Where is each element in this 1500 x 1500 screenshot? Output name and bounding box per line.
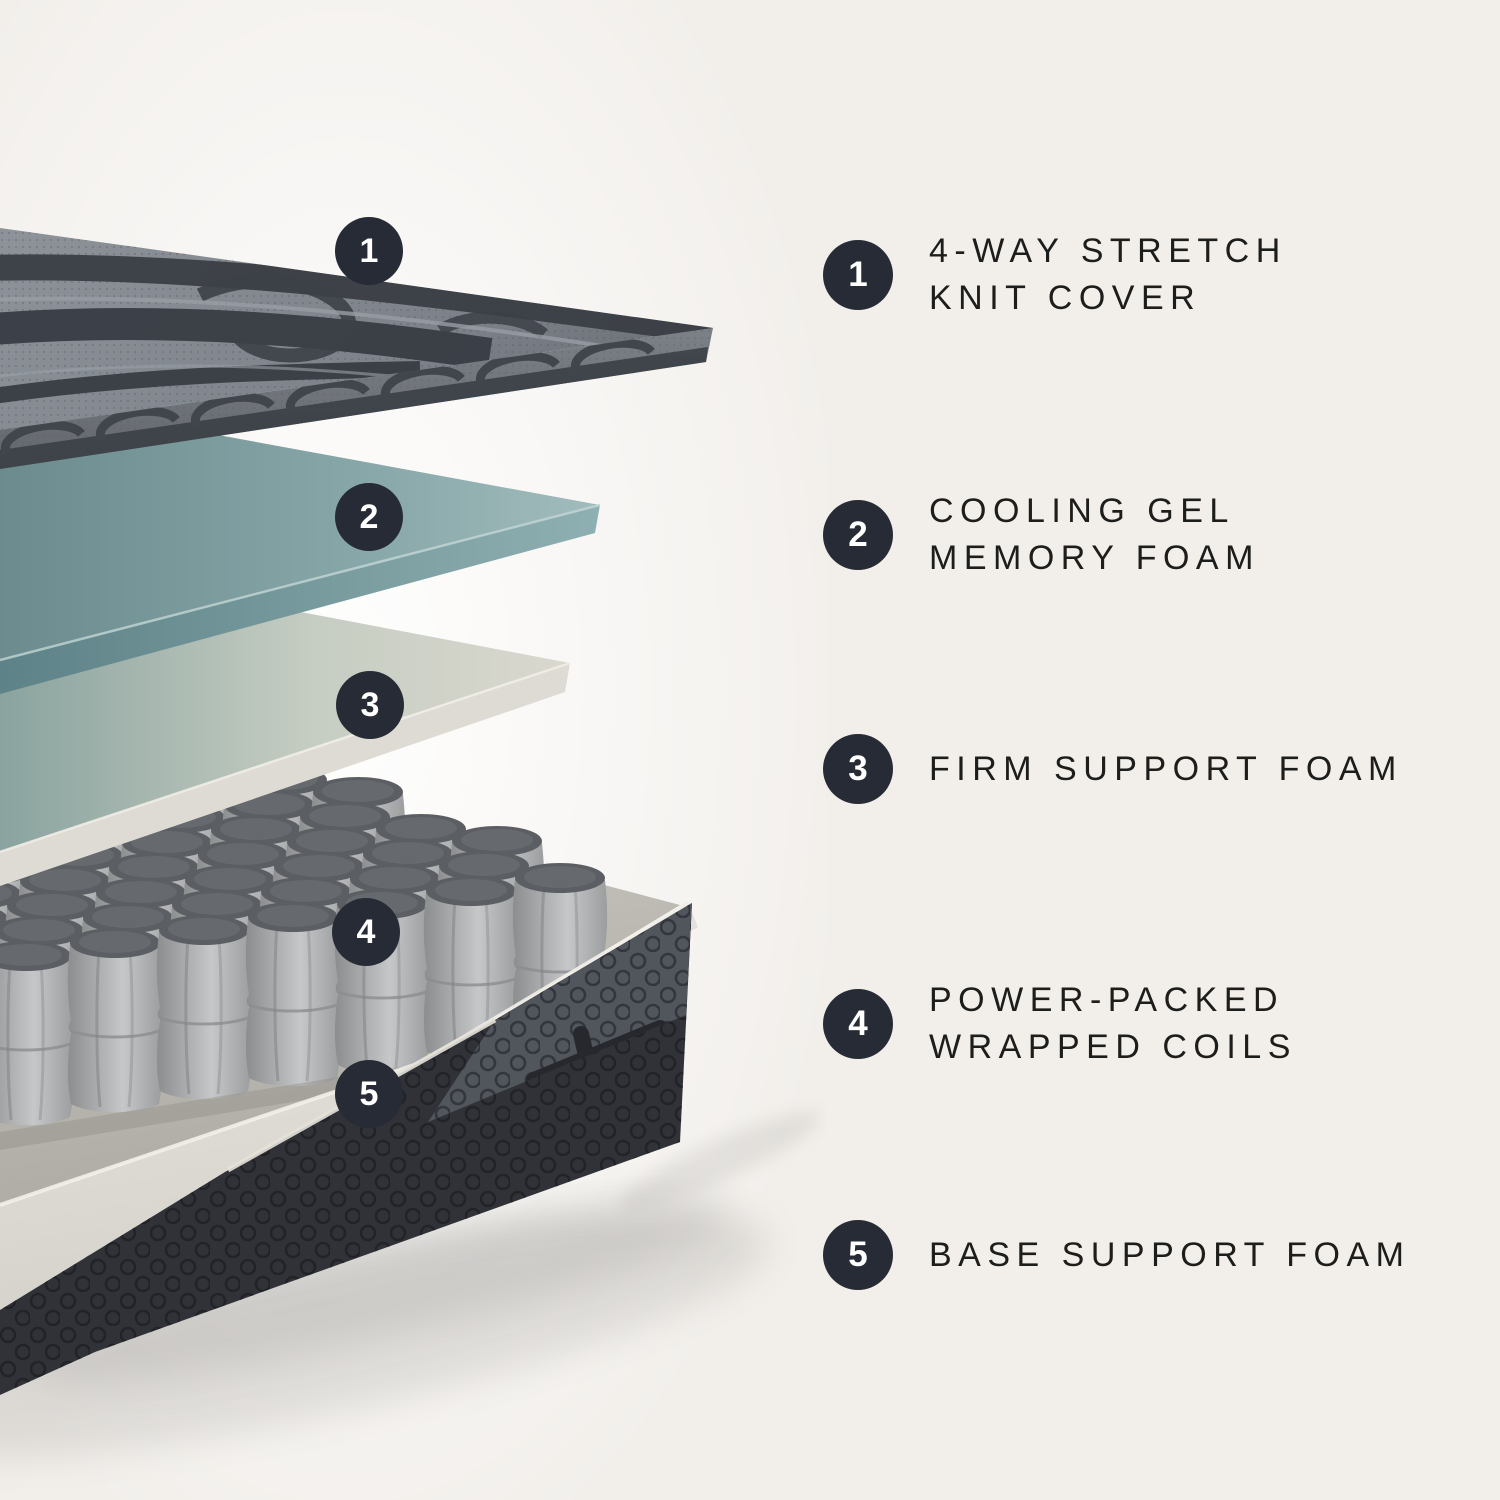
legend-badge-1-number: 1 (848, 255, 868, 294)
figure-badge-3-number: 3 (360, 685, 380, 724)
figure-badge-5: 5 (335, 1060, 403, 1128)
gel-foam-top (0, 395, 600, 660)
figure-badge-5-number: 5 (359, 1074, 379, 1113)
legend-badge-4: 4 (823, 989, 893, 1059)
legend-badge-3-number: 3 (848, 749, 868, 788)
legend-badge-4-number: 4 (848, 1004, 868, 1043)
legend-label-5-line-1: BASE SUPPORT FOAM (929, 1235, 1411, 1274)
legend-label-5: BASE SUPPORT FOAM (929, 1232, 1410, 1279)
figure-badge-2: 2 (335, 483, 403, 551)
knit-cover-side (0, 328, 713, 469)
legend-label-4-line-2: WRAPPED COILS (929, 1028, 1297, 1066)
legend-item-4: 4 POWER-PACKED WRAPPED COILS (823, 977, 1297, 1071)
mattress-illustration: 1 2 3 4 5 (0, 0, 826, 1500)
legend-item-5: 5 BASE SUPPORT FOAM (823, 1220, 1410, 1290)
legend-label-2: COOLING GEL MEMORY FOAM (929, 488, 1260, 582)
floor-shadow (0, 1111, 821, 1459)
figure-badge-4: 4 (332, 898, 400, 966)
knit-cover-top (0, 228, 713, 430)
legend-badge-1: 1 (823, 240, 893, 310)
legend-label-2-line-1: COOLING GEL (929, 492, 1235, 530)
legend-label-3: FIRM SUPPORT FOAM (929, 746, 1403, 793)
figure-badge-2-number: 2 (359, 497, 379, 536)
legend-badge-5-number: 5 (848, 1235, 868, 1274)
legend-item-2: 2 COOLING GEL MEMORY FOAM (823, 488, 1260, 582)
legend-label-1-line-1: 4-WAY STRETCH (929, 232, 1287, 270)
legend-label-1: 4-WAY STRETCH KNIT COVER (929, 228, 1287, 322)
layer-5-base-tray (0, 901, 698, 1395)
figure-badge-1-number: 1 (359, 231, 379, 270)
figure-badge-4-number: 4 (356, 912, 376, 951)
figure-badge-1: 1 (335, 217, 403, 285)
legend-label-2-line-2: MEMORY FOAM (929, 539, 1260, 577)
legend-item-1: 1 4-WAY STRETCH KNIT COVER (823, 228, 1287, 322)
legend-label-4: POWER-PACKED WRAPPED COILS (929, 977, 1297, 1071)
legend-badge-2-number: 2 (848, 515, 868, 554)
legend-item-3: 3 FIRM SUPPORT FOAM (823, 734, 1403, 804)
legend-label-4-line-1: POWER-PACKED (929, 981, 1285, 1019)
figure-badge-3: 3 (336, 671, 404, 739)
layer-1-knit-cover (0, 228, 713, 469)
firm-foam-side (0, 663, 570, 886)
base-dark-cover (0, 903, 692, 1395)
legend-label-1-line-2: KNIT COVER (929, 279, 1202, 317)
legend-badge-5: 5 (823, 1220, 893, 1290)
legend-label-3-line-1: FIRM SUPPORT FOAM (929, 749, 1403, 788)
legend-badge-2: 2 (823, 500, 893, 570)
mattress-exploded-svg (0, 0, 826, 1500)
knit-quilt-pattern (0, 254, 713, 406)
layer-2-cooling-gel-foam (0, 395, 601, 694)
legend-badge-3: 3 (823, 734, 893, 804)
gel-foam-side (0, 505, 600, 694)
